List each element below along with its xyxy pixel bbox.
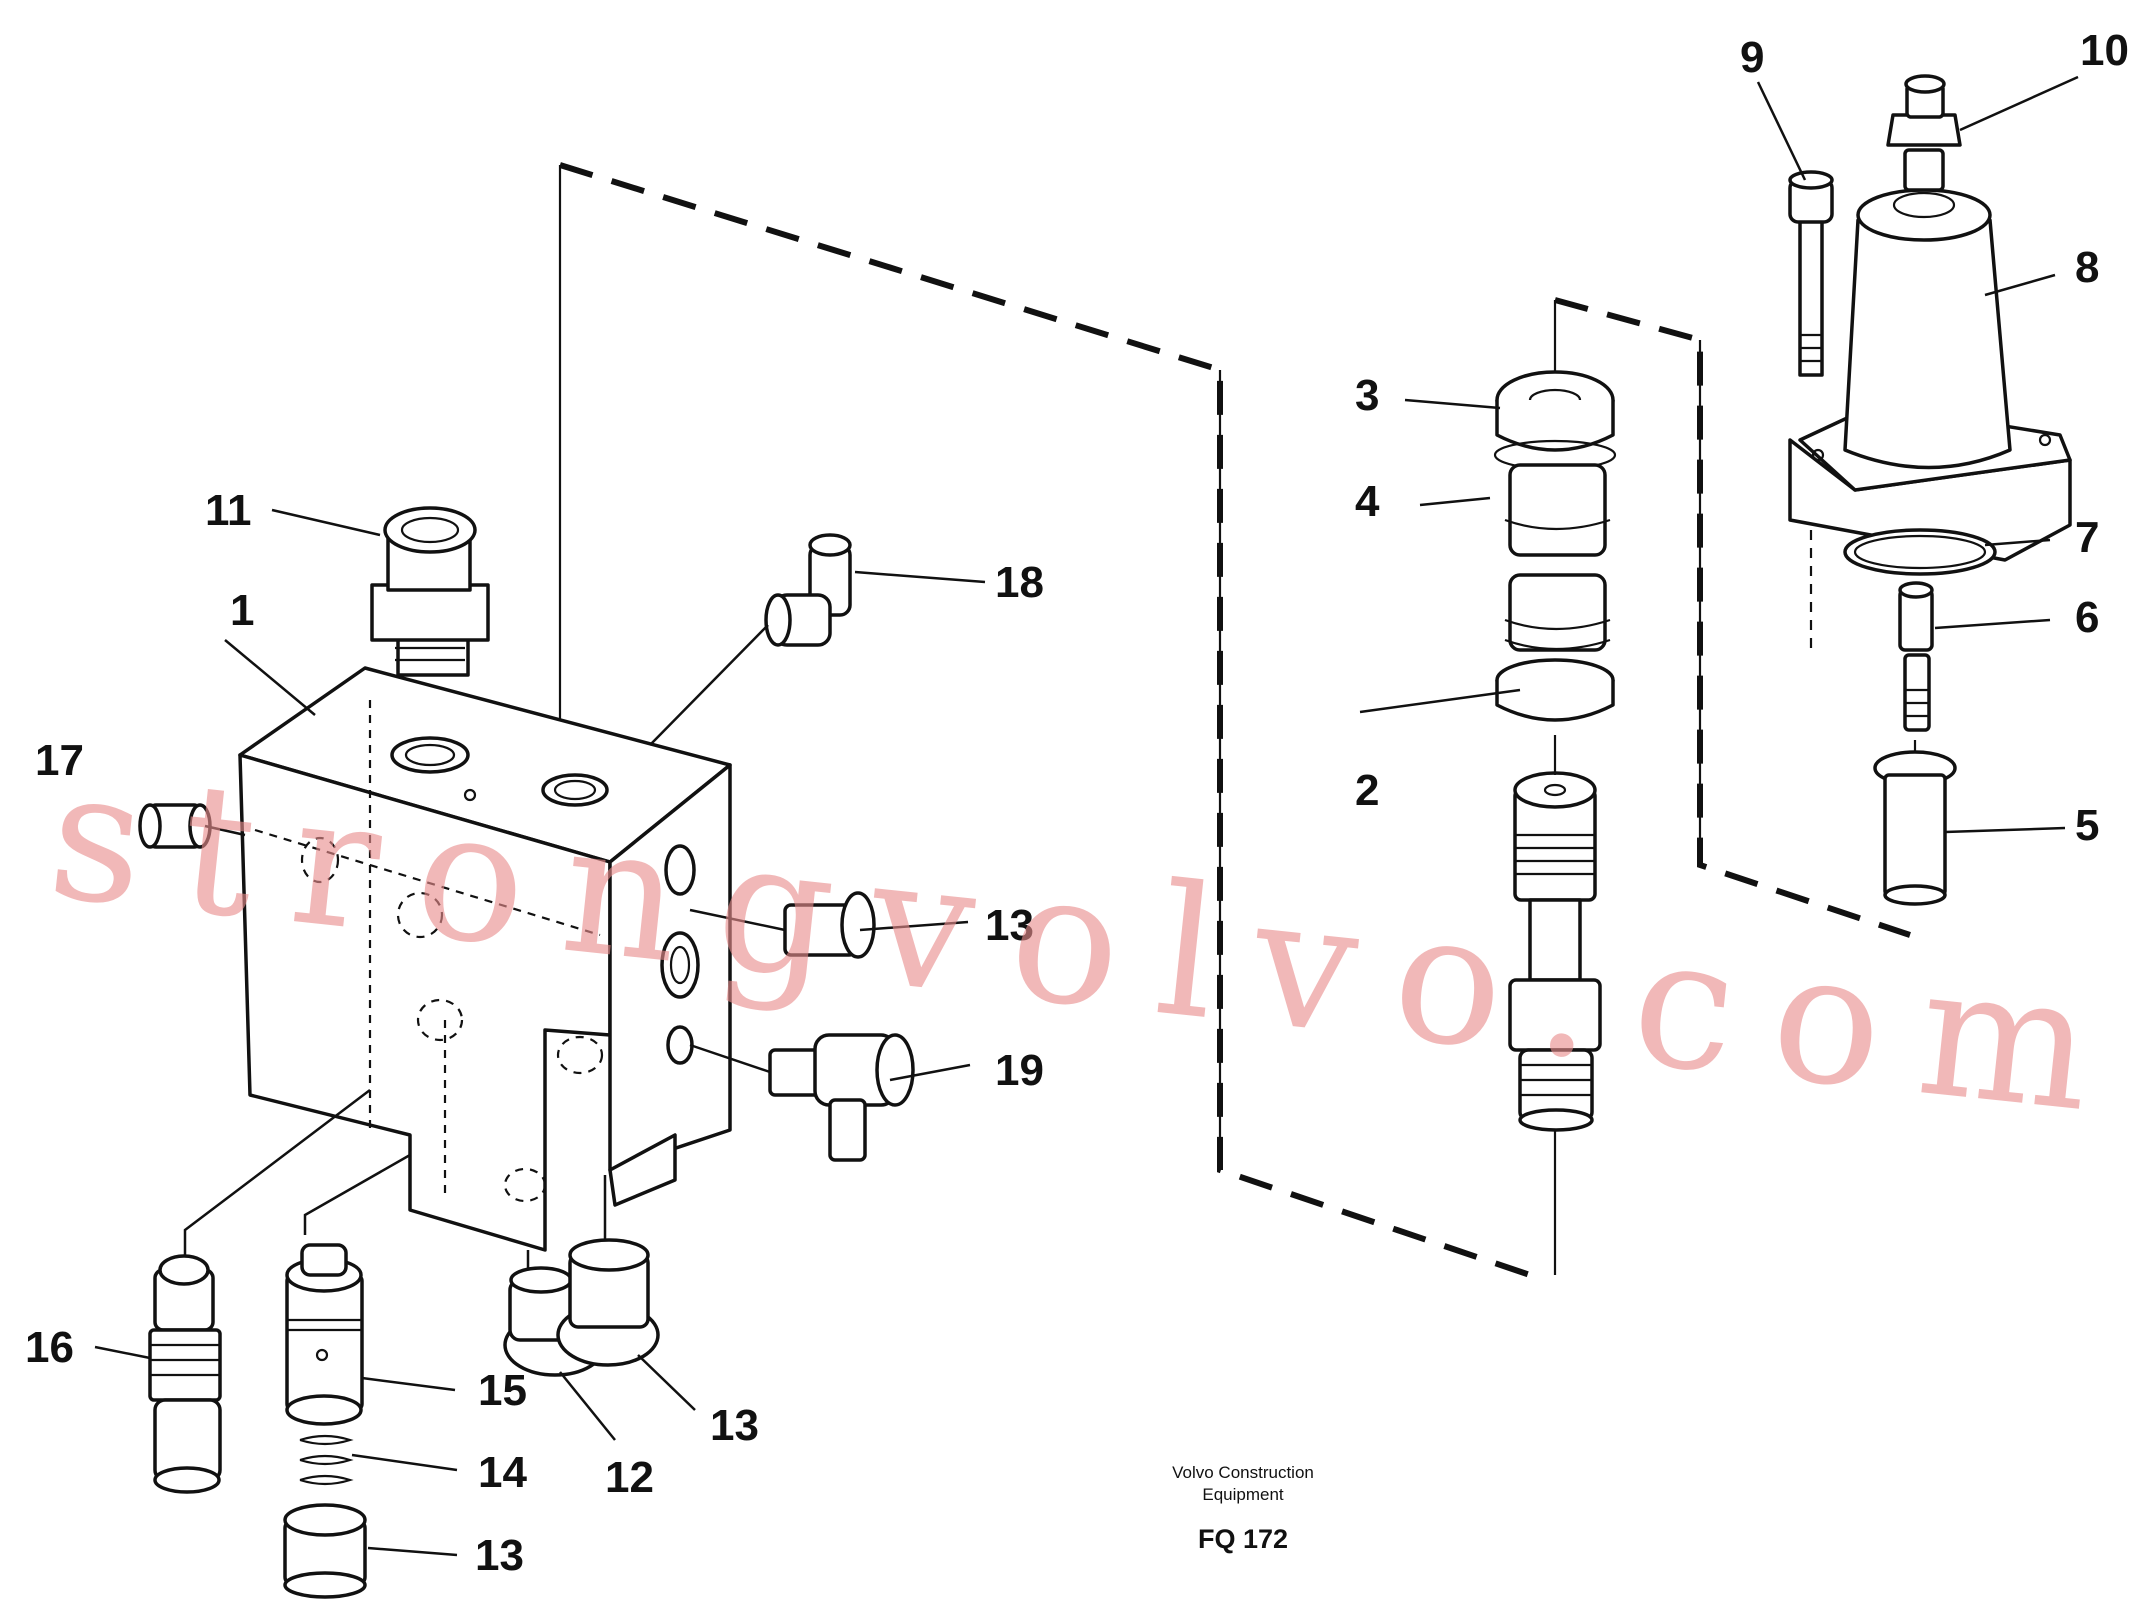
callout-13-bottom: 13 [710,1401,759,1450]
valve-block-part-1 [238,666,732,1252]
callout-12: 12 [605,1453,654,1502]
elbow-fitting-part-18 [649,533,852,746]
leader-lines [94,75,2079,1557]
plug-part-17 [138,803,246,849]
spring-seat-part-5 [1873,740,1957,906]
callout-18: 18 [995,558,1044,607]
plug-part-13-right [689,891,876,959]
plug-part-13-lower [283,1503,367,1599]
fitting-part-10 [1886,74,1962,192]
callout-labels: 1 2 3 4 5 6 7 8 9 10 11 12 13 13 13 14 1… [25,26,2129,1580]
sleeve-part-3 [1493,370,1617,471]
figure-code: FQ 172 [1198,1524,1288,1554]
spool-part-15 [285,1153,411,1426]
callout-17: 17 [35,736,84,785]
callout-7: 7 [2075,513,2099,562]
plug-part-13-bottom [556,1175,660,1367]
assembly-frame-left [558,162,1531,1278]
seal-part-4 [1495,463,1615,722]
callout-16: 16 [25,1323,74,1372]
callout-9: 9 [1740,33,1764,82]
callout-19: 19 [995,1046,1044,1095]
piston-part-2 [1508,735,1602,1275]
callout-10: 10 [2080,26,2129,75]
elbow-fitting-part-19 [689,1033,915,1162]
bolt-part-9 [1788,170,1834,650]
callout-5: 5 [2075,801,2099,850]
stem-part-6 [1898,581,1934,732]
caption-block: Volvo Construction Equipment FQ 172 [1172,1463,1314,1554]
fitting-part-11 [370,506,490,677]
spring-part-14 [299,1414,354,1486]
callout-11: 11 [205,486,252,535]
callout-2: 2 [1355,766,1379,815]
valve-cartridge-part-16 [148,1089,371,1494]
callout-3: 3 [1355,371,1379,420]
callout-14: 14 [478,1448,527,1497]
caption-line-2: Equipment [1202,1485,1284,1504]
callout-6: 6 [2075,593,2099,642]
callout-13-lower: 13 [475,1531,524,1580]
callout-13-right: 13 [985,901,1034,950]
callout-1: 1 [230,586,254,635]
caption-line-1: Volvo Construction [1172,1463,1314,1482]
o-ring-part-7 [1843,528,1997,576]
callout-8: 8 [2075,243,2099,292]
callout-4: 4 [1355,477,1380,526]
callout-15: 15 [478,1366,527,1415]
cover-part-8 [1788,188,2072,562]
